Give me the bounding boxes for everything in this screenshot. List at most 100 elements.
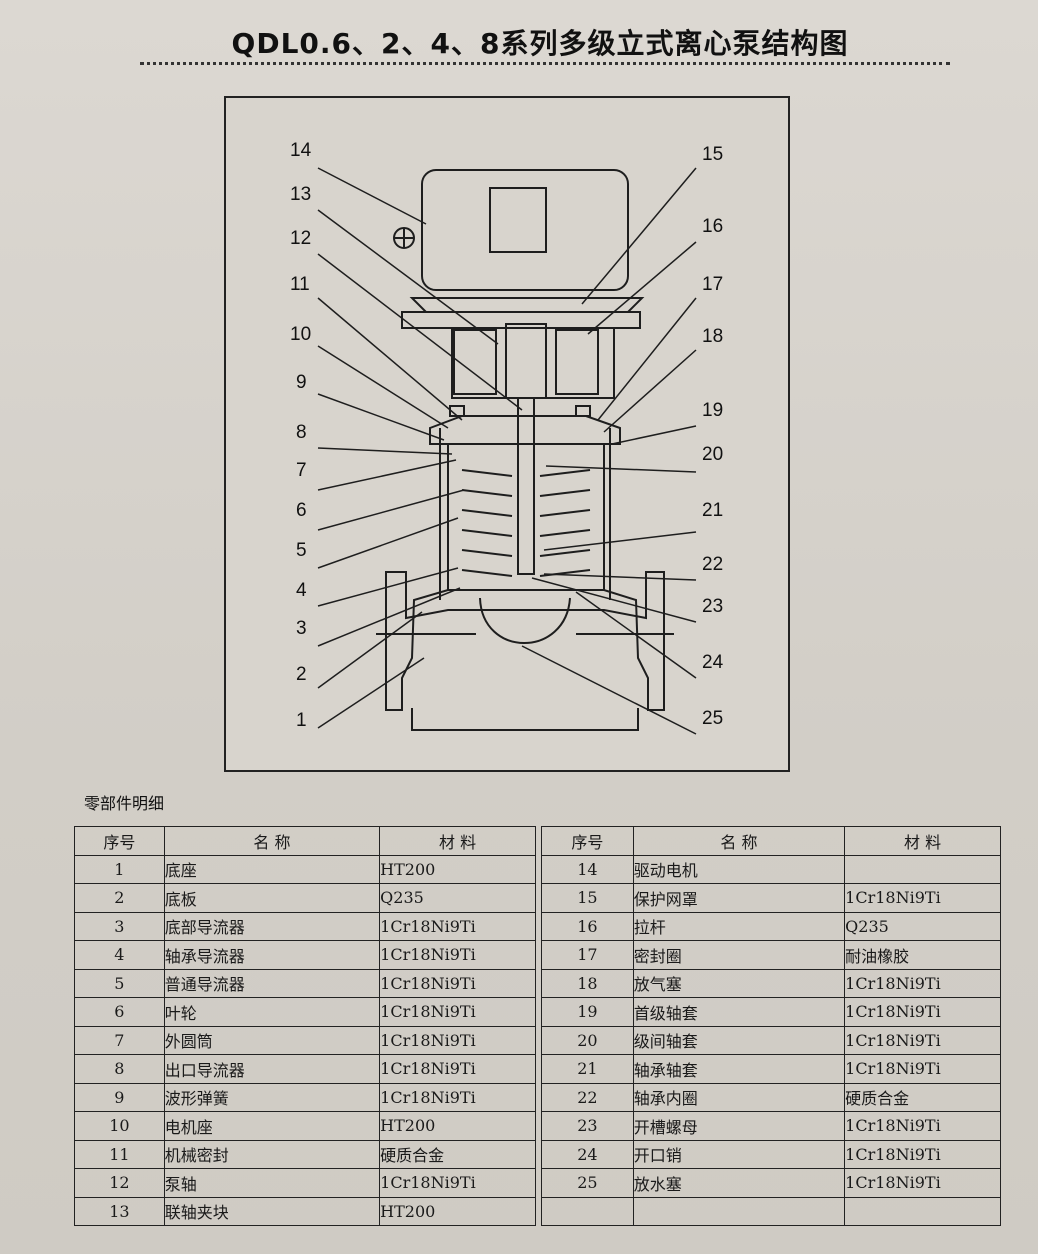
header-name: 名 称: [632, 826, 846, 856]
cell-no: 22: [541, 1082, 634, 1112]
callout-19: 19: [702, 400, 724, 421]
cell-material: 硬质合金: [379, 1139, 536, 1169]
cell-material: 1Cr18Ni9Ti: [379, 968, 536, 998]
cell-name: 外圆筒: [163, 1025, 381, 1055]
cell-name: 轴承轴套: [632, 1054, 846, 1084]
cell-name: 底部导流器: [163, 911, 381, 941]
callout-21: 21: [702, 500, 724, 521]
callout-7: 7: [296, 460, 307, 481]
table-row: [541, 1196, 1001, 1226]
callout-25: 25: [702, 708, 724, 729]
callout-23: 23: [702, 596, 724, 617]
cell-name: 保护网罩: [632, 883, 846, 913]
cell-material: 1Cr18Ni9Ti: [844, 883, 1001, 913]
cell-name: 级间轴套: [632, 1025, 846, 1055]
cell-no: 25: [541, 1168, 634, 1198]
cell-name: 开口销: [632, 1139, 846, 1169]
protective-grille-left: [453, 329, 497, 395]
cell-material: 1Cr18Ni9Ti: [379, 1168, 536, 1198]
callout-14: 14: [290, 140, 312, 161]
pump-shaft: [517, 397, 535, 575]
cell-name: 首级轴套: [632, 997, 846, 1027]
cell-material: 1Cr18Ni9Ti: [844, 997, 1001, 1027]
cell-material: 1Cr18Ni9Ti: [379, 1025, 536, 1055]
cell-no: 20: [541, 1025, 634, 1055]
cell-material: Q235: [844, 911, 1001, 941]
cell-no: 23: [541, 1111, 634, 1141]
table-header-row: 序号 名 称 材 料: [74, 826, 536, 856]
motor-seat: [451, 328, 615, 399]
callout-8: 8: [296, 422, 307, 443]
callout-9: 9: [296, 372, 307, 393]
inlet-volute: [479, 597, 571, 644]
cell-name: 开槽螺母: [632, 1111, 846, 1141]
cell-no: 24: [541, 1139, 634, 1169]
cell-no: 17: [541, 940, 634, 970]
cell-no: 3: [74, 911, 165, 941]
parts-list-heading: 零部件明细: [84, 794, 165, 813]
base-plate: [411, 708, 639, 731]
cell-no: [541, 1196, 634, 1226]
header-material: 材 料: [379, 826, 536, 856]
cell-no: 2: [74, 883, 165, 913]
cell-material: 1Cr18Ni9Ti: [379, 997, 536, 1027]
callout-20: 20: [702, 444, 724, 465]
callout-2: 2: [296, 664, 307, 685]
cell-name: 出口导流器: [163, 1054, 381, 1084]
motor-seat-top: [401, 311, 641, 329]
cell-name: 叶轮: [163, 997, 381, 1027]
header-no: 序号: [541, 826, 634, 856]
callout-24: 24: [702, 652, 724, 673]
cell-name: 联轴夹块: [163, 1196, 381, 1226]
header-name: 名 称: [163, 826, 381, 856]
table-header-row: 序号 名 称 材 料: [541, 826, 1001, 856]
impeller-stages: [461, 469, 591, 577]
pump-drawing-svg: [317, 167, 697, 735]
pump-head: [429, 415, 621, 445]
protective-grille-right: [555, 329, 599, 395]
callout-22: 22: [702, 554, 724, 575]
cell-name: 放水塞: [632, 1168, 846, 1198]
cell-name: 泵轴: [163, 1168, 381, 1198]
callout-12: 12: [290, 228, 312, 249]
callout-10: 10: [290, 324, 312, 345]
cell-name: 驱动电机: [632, 854, 846, 884]
callout-3: 3: [296, 618, 307, 639]
cell-no: 4: [74, 940, 165, 970]
cell-name: 电机座: [163, 1111, 381, 1141]
callout-13: 13: [290, 184, 312, 205]
callout-16: 16: [702, 216, 724, 237]
pump-base: [385, 571, 665, 711]
callout-5: 5: [296, 540, 307, 561]
cell-no: 14: [541, 854, 634, 884]
cell-no: 1: [74, 854, 165, 884]
motor-terminal-box: [489, 187, 547, 253]
motor-body: [421, 169, 629, 291]
header-no: 序号: [74, 826, 165, 856]
cell-material: 1Cr18Ni9Ti: [844, 1111, 1001, 1141]
cell-name: 普通导流器: [163, 968, 381, 998]
cell-material: 耐油橡胶: [844, 940, 1001, 970]
callout-17: 17: [702, 274, 724, 295]
cell-no: 16: [541, 911, 634, 941]
cell-name: 轴承导流器: [163, 940, 381, 970]
cell-name: 波形弹簧: [163, 1082, 381, 1112]
cell-no: 13: [74, 1196, 165, 1226]
header-material: 材 料: [844, 826, 1001, 856]
cell-material: 1Cr18Ni9Ti: [379, 1082, 536, 1112]
cell-material: 1Cr18Ni9Ti: [379, 940, 536, 970]
cell-material: 硬质合金: [844, 1082, 1001, 1112]
cell-material: 1Cr18Ni9Ti: [844, 1139, 1001, 1169]
